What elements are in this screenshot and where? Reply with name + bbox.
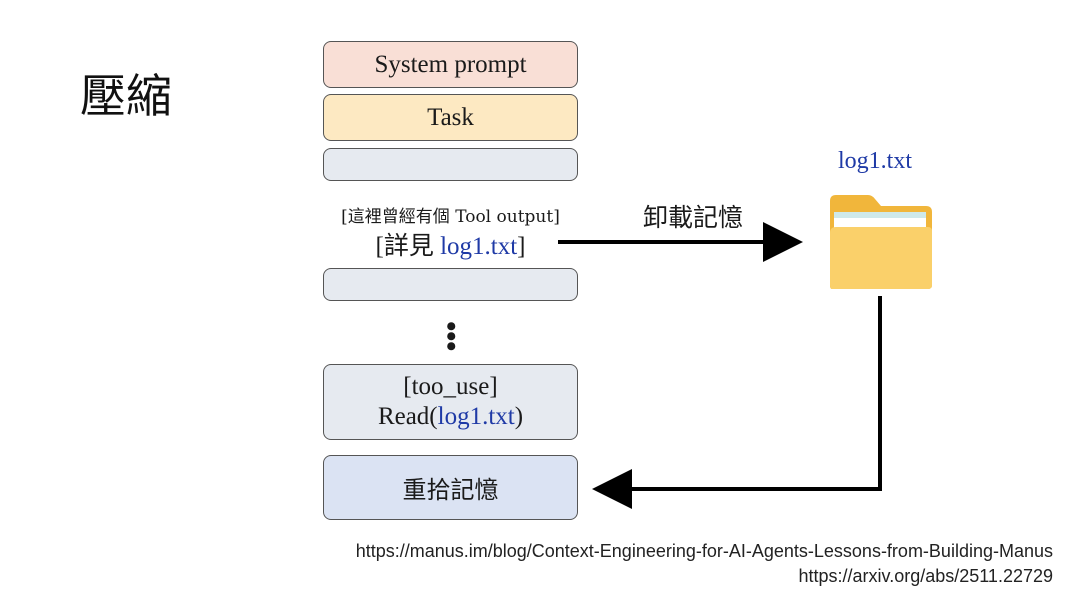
context-block bbox=[323, 148, 578, 181]
see-file-name: log1.txt bbox=[440, 233, 518, 260]
task-label: Task bbox=[427, 103, 474, 131]
context-block bbox=[323, 268, 578, 301]
read-call-prefix: Read( bbox=[377, 403, 438, 430]
recall-arrow bbox=[592, 296, 882, 509]
file-name-label: log1.txt bbox=[838, 148, 913, 174]
system-prompt-label: System prompt bbox=[374, 50, 527, 78]
read-tool-call-block: [too_use] Read(log1.txt) bbox=[323, 364, 578, 440]
tool-output-note: [這裡曾經有個 Tool output] bbox=[341, 207, 560, 227]
system-prompt-block: System prompt bbox=[323, 41, 578, 88]
read-call-suffix: ) bbox=[514, 403, 524, 430]
slide-title: 壓縮 bbox=[80, 69, 172, 123]
recall-memory-block: 重拾記憶 bbox=[323, 455, 578, 520]
reference-link-manus[interactable]: https://manus.im/blog/Context-Engineerin… bbox=[355, 541, 1053, 561]
see-file-note: [詳見 log1.txt] bbox=[323, 226, 578, 262]
recall-memory-label: 重拾記憶 bbox=[402, 476, 499, 504]
see-file-prefix: [詳見 bbox=[375, 233, 441, 260]
tool-use-label: [too_use] bbox=[403, 373, 498, 400]
folder-icon bbox=[830, 195, 932, 289]
reference-link-arxiv[interactable]: https://arxiv.org/abs/2511.22729 bbox=[798, 566, 1054, 586]
ellipsis-dots: ••• bbox=[446, 310, 457, 363]
task-block: Task bbox=[323, 94, 578, 141]
offload-memory-label: 卸載記憶 bbox=[643, 203, 744, 232]
see-file-suffix: ] bbox=[517, 233, 526, 260]
read-call: Read(log1.txt) bbox=[378, 402, 523, 432]
read-call-file: log1.txt bbox=[437, 403, 515, 430]
